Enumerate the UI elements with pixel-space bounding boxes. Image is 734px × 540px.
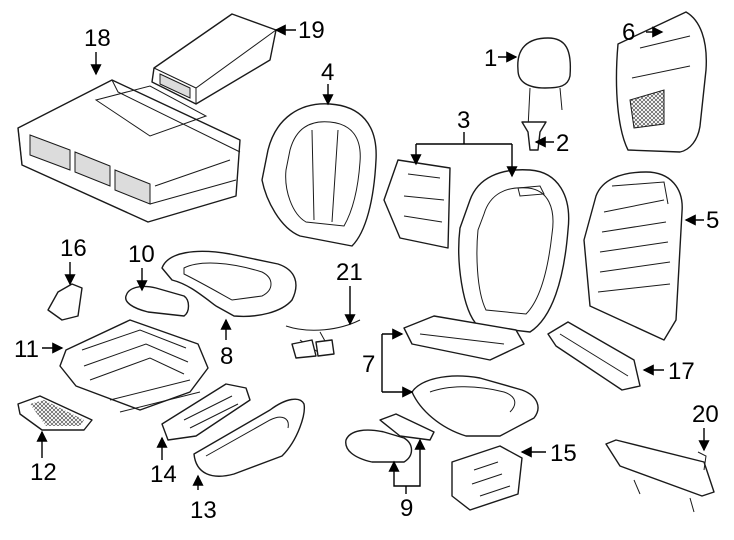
callout-labels: 1 2 3 4 5 6 7 8 9 10 11 12 13 14 15 16 1… [14,17,719,524]
callout-6: 6 [622,19,635,46]
callout-1: 1 [484,45,497,72]
callout-20: 20 [692,401,719,428]
callout-9: 9 [400,495,413,522]
bolster-pad-part [345,429,413,463]
mounting-plate-part [17,395,93,431]
callout-8: 8 [220,343,233,370]
side-shield-part [161,383,251,441]
back-shell-part [615,11,708,153]
headrest-part [517,37,572,129]
callout-5: 5 [706,207,719,234]
callout-17: 17 [668,358,695,385]
callout-3: 3 [457,107,470,134]
seat-switch-part [451,445,523,511]
callout-4: 4 [321,59,334,86]
callout-18: 18 [84,25,111,52]
callout-7: 7 [362,351,375,378]
callout-19: 19 [298,17,325,44]
callout-15: 15 [550,440,577,467]
side-cover-part [193,398,305,477]
wiring-harness-part [285,319,361,359]
seat-frame-part [59,319,209,413]
seat-cushion-part [411,375,539,437]
cushion-pad-part [161,250,297,318]
control-module-part [17,79,241,223]
small-module-part [151,13,277,105]
cushion-plate-part [403,315,525,361]
rear-bracket-part [605,439,715,513]
back-frame-part [583,171,683,341]
callout-13: 13 [190,497,217,524]
callout-16: 16 [60,235,87,262]
side-trim-bar-part [547,321,641,391]
leader-lines [36,24,710,494]
back-cover-part [261,103,377,247]
callout-2: 2 [556,130,569,157]
bolster-bracket-part [379,413,435,441]
back-panel-part [383,159,451,249]
callout-10: 10 [128,241,155,268]
callout-11: 11 [14,336,39,363]
back-pad-part [458,169,570,333]
callout-21: 21 [336,259,363,286]
callout-14: 14 [150,461,177,488]
bracket-part [47,283,83,321]
cushion-insert-part [125,285,190,317]
callout-12: 12 [30,459,57,486]
headrest-guide-part [521,121,547,151]
